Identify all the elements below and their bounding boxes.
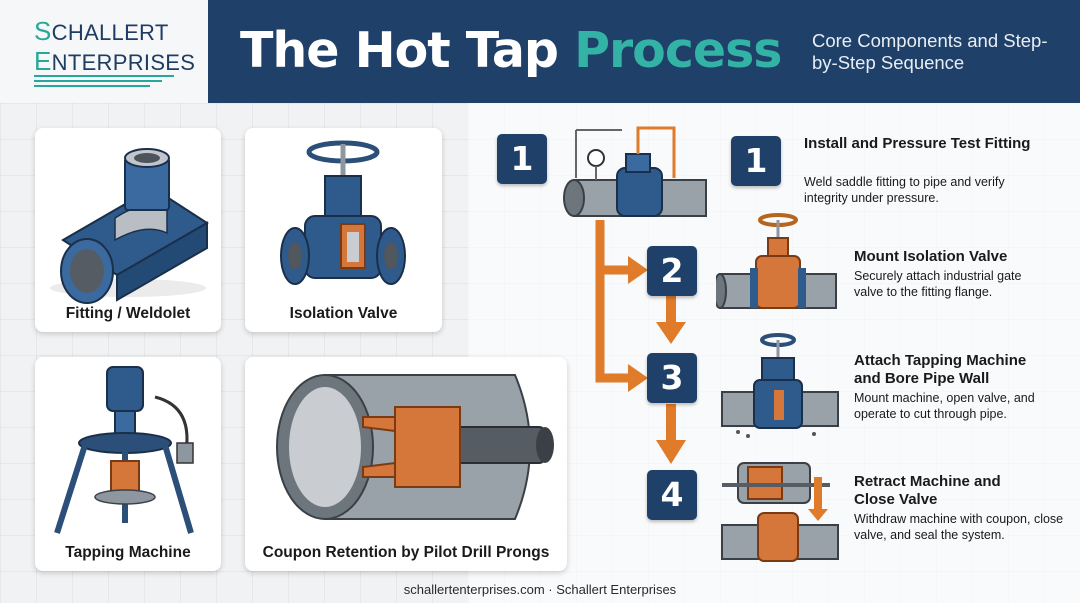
step-title-1: Install and Pressure Test Fitting: [804, 135, 1031, 152]
pilot-drill-coupon-icon: [276, 374, 554, 520]
logo-rule: [34, 85, 150, 87]
weldolet-icon: [50, 148, 209, 304]
component-card-tapping-machine[interactable]: Tapping Machine: [35, 357, 221, 571]
step-desc-1: Weld saddle fitting to pipe and verify i…: [804, 175, 1005, 205]
footer-text: schallertenterprises.com · Schallert Ent…: [403, 582, 677, 597]
component-card-isolation-valve[interactable]: Isolation Valve: [245, 128, 442, 332]
component-label: Isolation Valve: [289, 305, 398, 322]
logo[interactable]: SCHALLERT ENTERPRISES: [0, 0, 208, 103]
component-label: Coupon Retention by Pilot Drill Prongs: [262, 544, 550, 561]
page-subtitle: Core Components and Step-by-Step Sequenc…: [812, 30, 1048, 73]
flow-badge-2: 2: [647, 246, 697, 296]
step4-retract-icon: [721, 462, 839, 562]
step-desc-2: Securely attach industrial gate valve to…: [854, 269, 1022, 299]
step-title-4: Retract Machine and Close Valve: [854, 473, 1001, 508]
component-card-coupon-retention[interactable]: Coupon Retention by Pilot Drill Prongs: [245, 357, 567, 571]
gate-valve-icon: [280, 140, 406, 285]
step-badge-1: 1: [731, 136, 781, 186]
header-banner: The Hot Tap Process Core Components and …: [208, 0, 1080, 103]
flow-badge-3: 3: [647, 353, 697, 403]
logo-rule: [34, 75, 174, 77]
step-desc-3: Mount machine, open valve, and operate t…: [854, 391, 1035, 421]
component-label: Fitting / Weldolet: [65, 305, 191, 322]
step3-bore-icon: [721, 333, 839, 438]
step1-pipe-fitting-icon: [563, 126, 707, 217]
tapping-machine-icon: [54, 366, 194, 534]
step-title-2: Mount Isolation Valve: [854, 248, 1008, 265]
logo-line-2: ENTERPRISES: [34, 46, 196, 76]
page-title: The Hot Tap Process: [240, 22, 782, 79]
component-label: Tapping Machine: [65, 544, 191, 561]
component-card-fitting[interactable]: Fitting / Weldolet: [35, 128, 221, 332]
flow-badge-4: 4: [647, 470, 697, 520]
flow-badge-1: 1: [497, 134, 547, 184]
step2-valve-icon: [716, 213, 837, 309]
logo-rule: [34, 80, 162, 82]
step-desc-4: Withdraw machine with coupon, close valv…: [854, 512, 1064, 542]
step-title-3: Attach Tapping Machine and Bore Pipe Wal…: [854, 352, 1027, 387]
logo-line-1: SCHALLERT: [34, 16, 169, 46]
flow-arrows: [595, 220, 686, 464]
